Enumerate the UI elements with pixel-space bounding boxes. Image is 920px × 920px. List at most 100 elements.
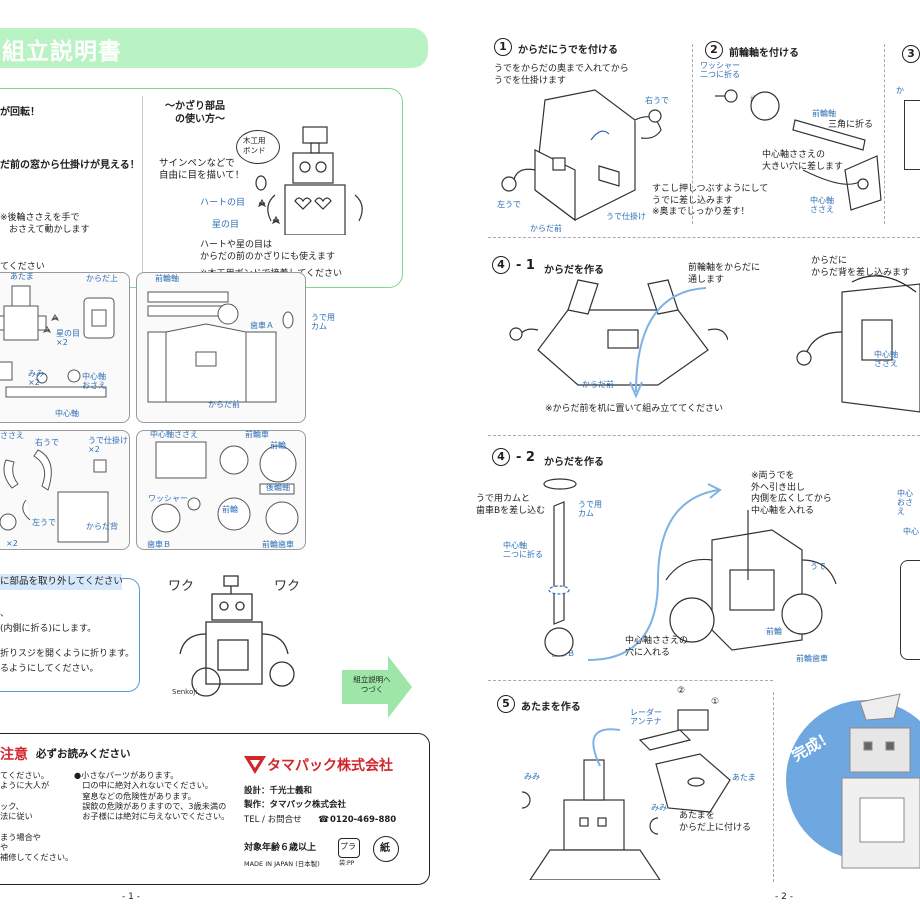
- step2-zenrinjiku: 前輪軸: [812, 109, 836, 118]
- step1-migi: 右うで: [645, 96, 669, 105]
- tip-end: てください: [0, 262, 45, 272]
- step41-drawing: [509, 279, 728, 386]
- step41-title: からだを作る: [544, 265, 604, 276]
- divider-h2: [488, 435, 920, 436]
- part-hoshi: 星の目 ×2: [56, 329, 80, 348]
- parts-drawing-1: [0, 285, 115, 398]
- remove-line4: るようにしてください。: [0, 664, 99, 674]
- step41-sasae: 中心軸 ささえ: [874, 350, 898, 369]
- step5-mimi1: みみ: [524, 772, 540, 781]
- step41-arrow: [629, 287, 707, 399]
- company-logo-icon: [244, 756, 266, 774]
- step42-hole: 中心軸ささえの 穴に入れる: [625, 636, 689, 658]
- phone-icon: ☎: [318, 815, 330, 825]
- step42-axis-drawing: [543, 478, 577, 657]
- caution-heading: 注意: [0, 747, 28, 763]
- page-number-1: - 1 -: [122, 892, 140, 902]
- part-ude-shikake: うで仕掛け ×2: [88, 436, 128, 455]
- step5-title: あたまを作る: [521, 702, 581, 713]
- pla-recycle-icon: [338, 838, 360, 858]
- parts-drawing-4: [151, 441, 299, 535]
- heart-eye-label: ハートの目: [200, 198, 246, 208]
- step2-washer: ワッシャー 二つに折る: [700, 61, 740, 80]
- part-karada-ue: からだ上: [86, 274, 118, 283]
- part-zenrin: 前輪: [270, 441, 286, 450]
- company-tel-label: TEL / お問合せ: [244, 815, 302, 825]
- step2-fold3: 三角に折る: [828, 120, 874, 130]
- step41-note: ※からだ前を机に置いて組み立ててください: [545, 404, 724, 414]
- step42-ude: うで: [810, 562, 826, 571]
- tip-rotate: が回転！: [0, 107, 40, 118]
- bond-bubble: [236, 130, 280, 164]
- part-chushinjiku-osae: 中心軸 おさえ: [82, 372, 106, 391]
- step42-ude-cam: うで用 カム: [578, 500, 602, 519]
- part-migi-ude: 右うで: [35, 438, 59, 447]
- step5-attach: あたまを からだ上に付ける: [679, 811, 752, 833]
- step1-hidari: 左うで: [497, 200, 521, 209]
- step5-radar: レーダー アンテナ: [630, 708, 662, 727]
- step42-cam: うで用カムと 歯車Bを差し込む: [476, 494, 546, 516]
- part-karada-mae: からだ前: [208, 400, 240, 409]
- remove-line3: 折りスジを開くように折ります。: [0, 649, 135, 659]
- tip-hold: ※後輪ささえを手で おさえて動かします: [0, 213, 90, 235]
- divider-h1: [488, 237, 920, 238]
- complete-robot-drawing: [841, 693, 920, 869]
- svg-text:ワク: ワク: [274, 579, 300, 594]
- step2-sasae: 中心軸 ささえ: [810, 196, 834, 215]
- caution-box: [0, 733, 430, 885]
- part-zenrin-haguruma: 前輪歯車: [262, 540, 294, 549]
- company-tel: 0120-469-880: [330, 815, 397, 825]
- page-number-2: - 2 -: [775, 892, 793, 902]
- parts-drawing-3: [0, 449, 109, 543]
- step1-number: 1: [494, 38, 512, 56]
- divider-v3: [773, 692, 774, 882]
- pla-label: プラ: [340, 842, 356, 851]
- step5-atama: あたま: [732, 773, 756, 782]
- step1-karada-mae: からだ前: [530, 224, 562, 233]
- step41-desc2: からだに からだ背を差し込みます: [811, 256, 911, 278]
- part-haguruma-b: 歯車Ｂ: [147, 540, 171, 549]
- divider-v2: [884, 44, 885, 224]
- step5-mimi2: みみ: [651, 803, 667, 812]
- company-maker: 製作：タマパック株式会社: [244, 800, 347, 810]
- deco-text: サインペンなどで 自由に目を描いて！: [159, 158, 245, 182]
- step42-body-drawing: [665, 510, 837, 651]
- caution-sub: 必ずお読みください: [36, 748, 131, 760]
- part-karada-se: からだ背: [86, 522, 118, 531]
- step42-sub: - 2: [516, 450, 535, 465]
- deco-note1: ハートや星の目は からだの前のかざりにも使えます: [200, 240, 336, 262]
- step1-ude-shikake: うで仕掛け: [606, 212, 646, 221]
- step42-note: ※両うでを 外へ引き出し 内側を広くしてから 中心軸を入れる: [751, 471, 832, 517]
- star-eye-label: 星の目: [212, 220, 240, 230]
- remove-line1: 、: [0, 609, 10, 619]
- parts-drawing-2: [147, 291, 294, 403]
- part-zenrin-sha: 前輪車: [245, 430, 269, 439]
- svg-text:ワク: ワク: [168, 579, 194, 594]
- step2-number: 2: [705, 41, 723, 59]
- part-ude-cam: うで用 カム: [311, 313, 335, 332]
- step1-desc: うでをからだの奥まで入れてから うでを仕掛けます: [494, 64, 629, 86]
- part-atama: あたま: [10, 272, 34, 281]
- paper-recycle-icon: [373, 836, 399, 862]
- step42-zenrin-haguruma: 前輪歯車: [796, 654, 828, 663]
- step41-number: 4: [492, 256, 510, 274]
- step5-n1: ①: [711, 697, 720, 707]
- step1-title: からだにうでを付ける: [518, 45, 618, 56]
- tip-window: だ前の窓から仕掛けが見える！: [0, 160, 140, 171]
- step5-n2: ②: [677, 686, 686, 696]
- caution-right: ●小さなパーツがあります。 口の中に絶対入れないでください。 窒息などの危険性が…: [74, 770, 230, 821]
- made-in-japan: MADE IN JAPAN (日本製): [244, 860, 320, 868]
- page-title: 組立説明書: [2, 39, 122, 65]
- divider-h3: [488, 680, 773, 681]
- age-label: 対象年齢６歳以上: [244, 843, 317, 853]
- deco-title: ～かざり部品 の使い方～: [165, 101, 225, 125]
- step42-right1: 中心 おさえ: [897, 489, 913, 517]
- part-zenrin2: 前輪: [222, 505, 238, 514]
- step42-arrow: [587, 483, 722, 661]
- company-design: 設計：千光士義和: [244, 786, 313, 796]
- part-korin: 後輪軸: [266, 483, 290, 492]
- paper-label: 紙: [380, 843, 390, 854]
- next-arrow: [342, 656, 412, 718]
- part-mimi: みみ ×2: [28, 369, 44, 388]
- divider-v1: [692, 44, 693, 224]
